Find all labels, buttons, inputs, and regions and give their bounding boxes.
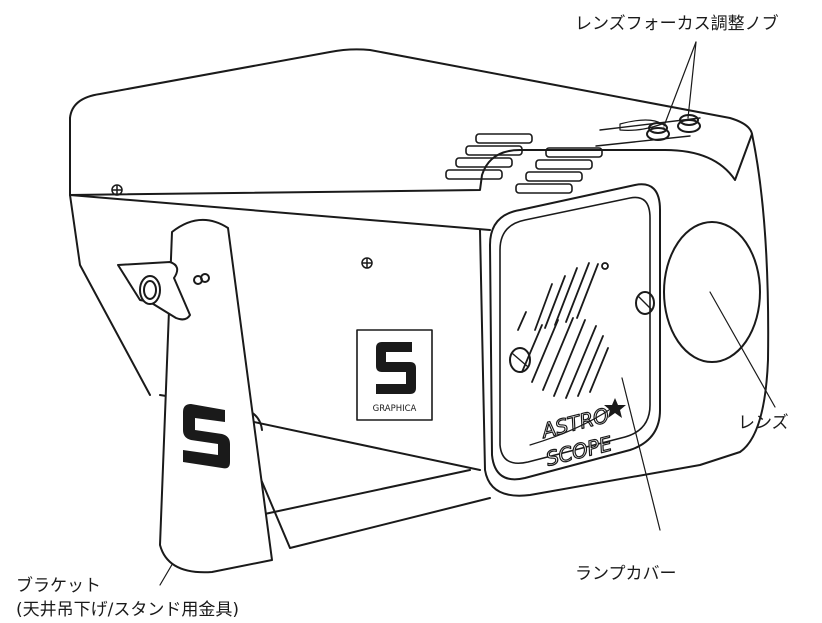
lamp-cover-plate [499, 196, 651, 464]
logo-swoosh [529, 407, 613, 446]
astro-scope-logo: ASTRO SCOPE [529, 398, 626, 471]
lamp-cover-frame [489, 183, 661, 481]
housing-left-side [69, 117, 151, 396]
knob-leader-2 [687, 41, 697, 119]
screw-icon [635, 291, 655, 315]
housing-front-outline [479, 133, 770, 497]
focus-knob-label: レンズフォーカス調整ノブ [575, 14, 779, 34]
bracket-label: ブラケット (天井吊下げ/スタンド用金具) [16, 574, 239, 622]
bracket-label-line1: ブラケット [16, 576, 101, 596]
housing-side-panel [69, 194, 491, 231]
screw-icon [111, 184, 123, 196]
star-icon [604, 398, 626, 418]
lens-label: レンズ [738, 413, 789, 433]
projector-body: ASTRO SCOPE GRAPHICA [69, 48, 770, 574]
bracket-label-line2: (天井吊下げ/スタンド用金具) [16, 600, 239, 620]
screw-icon [361, 257, 373, 269]
lens [663, 221, 761, 363]
lens-leader [709, 291, 776, 408]
housing-underside [234, 417, 491, 549]
lens-focus-knobs [595, 114, 701, 147]
graphica-badge-text: GRAPHICA [373, 404, 417, 414]
knob-leader-1 [663, 41, 697, 127]
housing-top-panel [69, 48, 753, 196]
screw-icon [509, 347, 531, 373]
graphica-badge [356, 329, 433, 421]
tilt-lock-knob [117, 261, 210, 321]
lamp-cover-label: ランプカバー [575, 564, 677, 584]
lamp-cover-vents [517, 262, 609, 399]
graphica-logo-icon [376, 342, 416, 394]
bracket-logo-icon [183, 404, 230, 469]
top-vent-slots [445, 133, 603, 194]
cover-leader [621, 377, 661, 531]
